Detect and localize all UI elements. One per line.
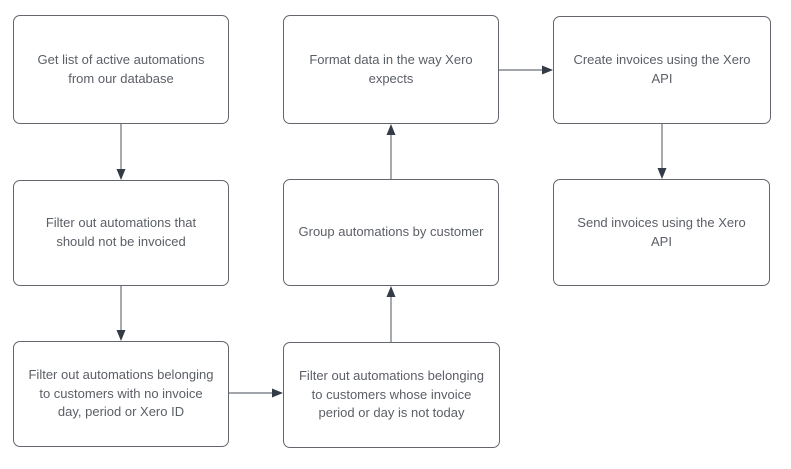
flow-arrowhead-get-active-automations-to-filter-not-invoiced: [116, 169, 126, 180]
flow-node-get-active-automations[interactable]: Get list of active automations from our …: [13, 15, 229, 124]
flow-node-send-invoices-xero-api[interactable]: Send invoices using the Xero API: [553, 179, 770, 286]
flow-node-label: Group automations by customer: [298, 224, 484, 240]
flow-arrowhead-create-invoices-xero-api-to-send-invoices-xero-api: [657, 168, 667, 179]
flow-node-label: Filter out automations belonging to cust…: [28, 366, 214, 420]
flow-node-format-data-for-xero[interactable]: Format data in the way Xero expects: [283, 15, 499, 124]
flow-node-label: Send invoices using the Xero API: [577, 214, 746, 249]
flow-node-label: Get list of active automations from our …: [37, 51, 205, 86]
flow-arrowhead-format-data-for-xero-to-create-invoices-xero-api: [542, 65, 553, 75]
flow-arrowhead-filter-not-today-to-group-by-customer: [386, 286, 396, 297]
flow-node-create-invoices-xero-api[interactable]: Create invoices using the Xero API: [553, 16, 771, 124]
flow-node-label: Format data in the way Xero expects: [309, 51, 473, 86]
flow-node-label: Filter out automations belonging to cust…: [298, 367, 484, 421]
flow-node-group-by-customer[interactable]: Group automations by customer: [283, 179, 499, 286]
flow-node-label: Create invoices using the Xero API: [573, 52, 751, 86]
flow-arrowhead-group-by-customer-to-format-data-for-xero: [386, 124, 396, 135]
flow-arrowhead-filter-missing-fields-to-filter-not-today: [272, 388, 283, 398]
flow-arrowhead-filter-not-invoiced-to-filter-missing-fields: [116, 330, 126, 341]
flow-node-filter-missing-fields[interactable]: Filter out automations belonging to cust…: [13, 341, 229, 447]
flow-node-filter-not-today[interactable]: Filter out automations belonging to cust…: [283, 342, 500, 448]
flow-node-label: Filter out automations that should not b…: [45, 215, 197, 249]
flow-node-filter-not-invoiced[interactable]: Filter out automations that should not b…: [13, 180, 229, 286]
